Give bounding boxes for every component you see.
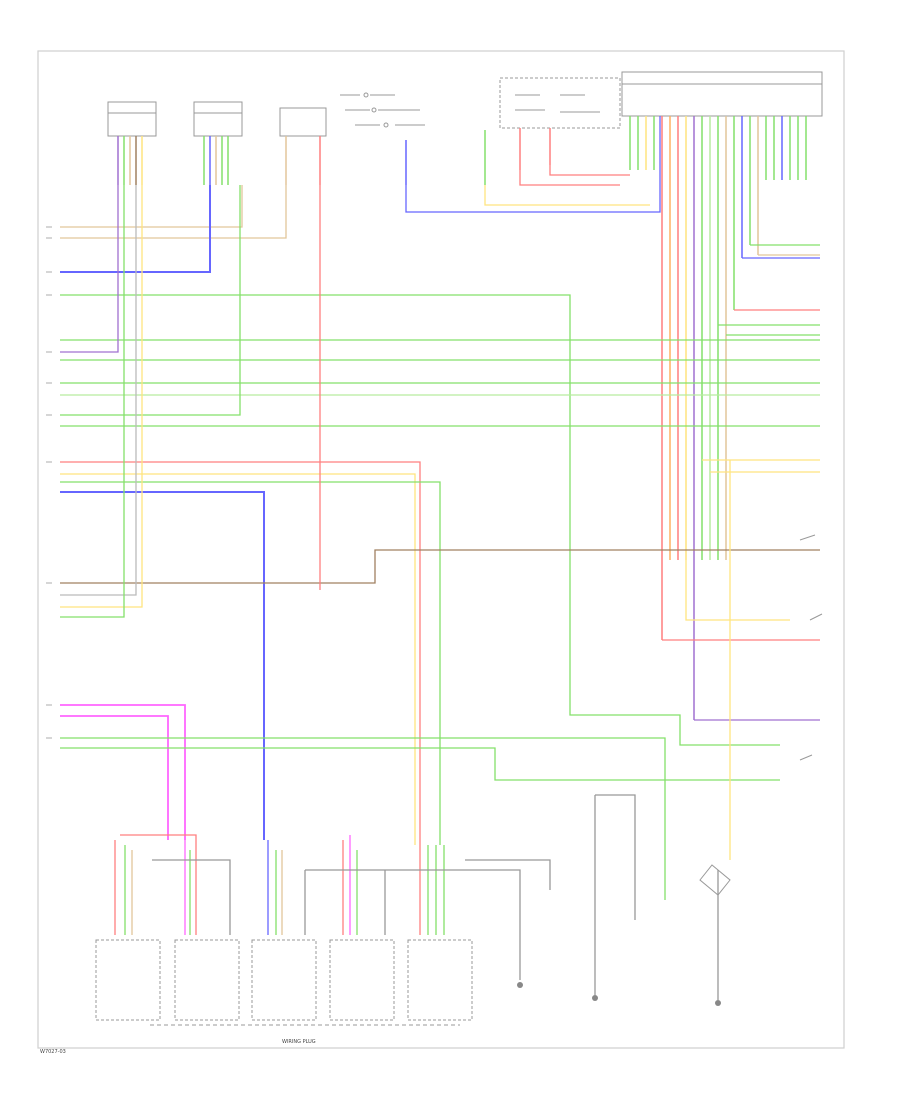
top-left-component-2 [193, 101, 243, 137]
bottom-connector-leads [114, 794, 719, 1000]
horizontal-wires [60, 116, 820, 900]
ignition-switch [340, 92, 425, 128]
diagram-frame [37, 50, 845, 1049]
top-connector-stubs [117, 128, 551, 185]
left-pin-ticks [46, 226, 52, 739]
right-side-switches [699, 534, 823, 896]
bottom-label: WIRING PLUG [282, 1039, 316, 1045]
top-left-component-3 [279, 107, 327, 137]
top-left-component-1 [107, 101, 157, 137]
ground-symbols [517, 982, 721, 1006]
control-module-top-right [621, 71, 823, 117]
module-pins [629, 116, 807, 720]
footer-code: W7027-03 [40, 1049, 66, 1055]
relay-block [499, 77, 621, 129]
bottom-sensor-blocks [95, 939, 473, 1021]
